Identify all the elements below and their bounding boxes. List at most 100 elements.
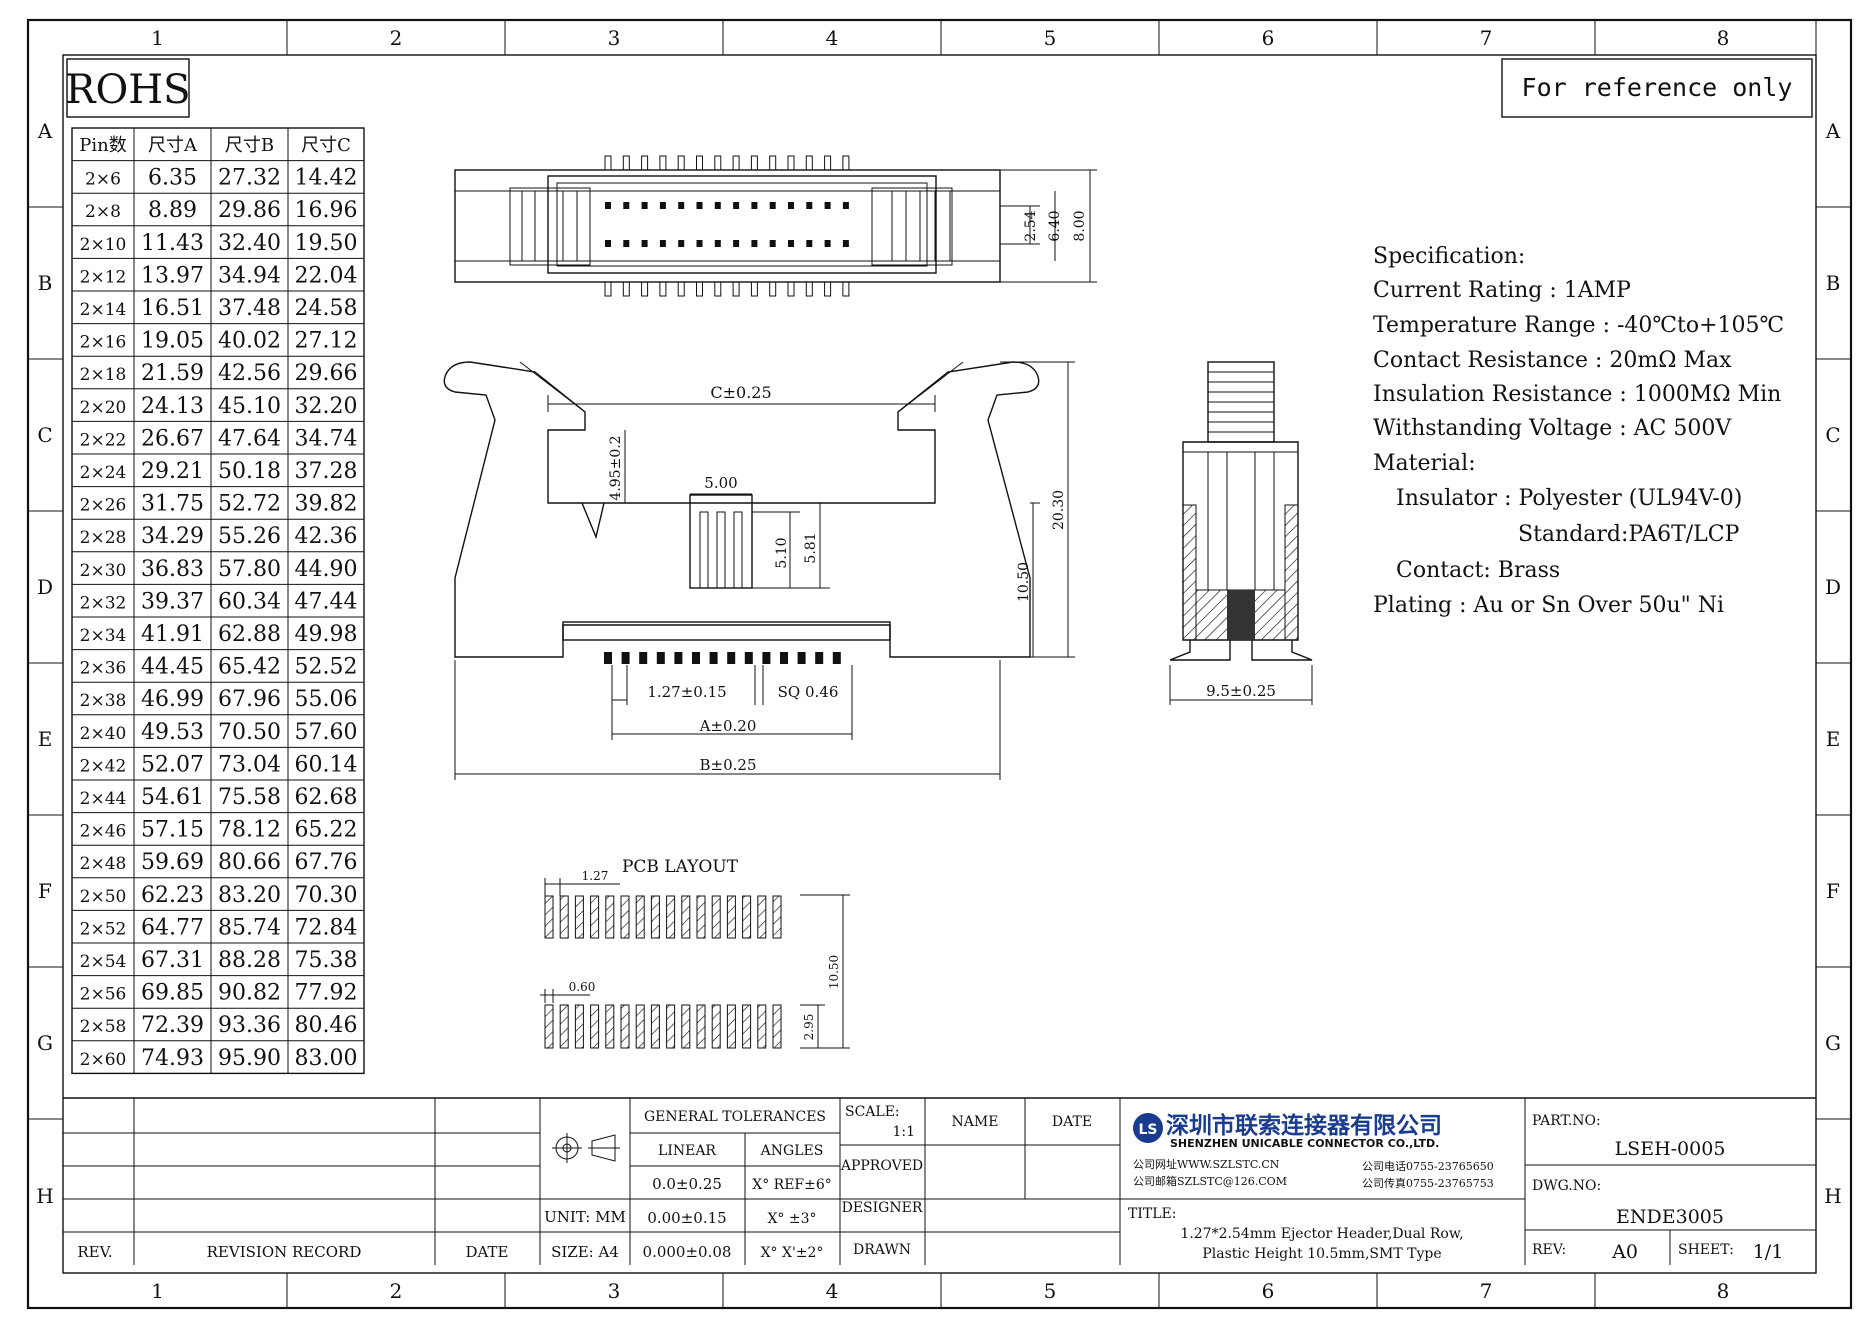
table-cell: 54.61 bbox=[141, 785, 204, 810]
spec-line-9: Contact: Brass bbox=[1396, 558, 1560, 583]
spec-line-7: Insulator : Polyester (UL94V-0) bbox=[1396, 486, 1742, 511]
title-line-2: Plastic Height 10.5mm,SMT Type bbox=[1202, 1246, 1441, 1262]
front-view: C±0.25 4.95±0.2 5.00 5.10 5.81 10.50 20.… bbox=[443, 361, 1075, 780]
table-cell: 73.04 bbox=[218, 752, 281, 777]
table-cell: 2×8 bbox=[85, 202, 121, 222]
table-cell: 78.12 bbox=[218, 818, 281, 843]
table-cell: 95.90 bbox=[218, 1046, 281, 1071]
table-cell: 52.72 bbox=[218, 492, 281, 517]
table-cell: 60.34 bbox=[218, 589, 281, 614]
table-cell: 2×54 bbox=[80, 952, 127, 972]
table-cell: 57.15 bbox=[141, 818, 204, 843]
table-cell: 75.58 bbox=[218, 785, 281, 810]
title-label: TITLE: bbox=[1128, 1206, 1176, 1222]
rev-header: REV. bbox=[77, 1243, 112, 1261]
table-cell: 2×20 bbox=[80, 398, 127, 418]
specification-block: Specification: Current Rating : 1AMP Tem… bbox=[1373, 244, 1784, 618]
dim-pitch: 1.27±0.15 bbox=[647, 683, 726, 701]
column-marker-5-bottom: 5 bbox=[1044, 1279, 1057, 1303]
table-cell: 67.76 bbox=[295, 850, 358, 875]
table-header-cell: 尺寸C bbox=[301, 135, 351, 156]
table-cell: 74.93 bbox=[141, 1046, 204, 1071]
table-cell: 42.36 bbox=[295, 524, 358, 549]
spec-line-4: Insulation Resistance : 1000MΩ Min bbox=[1373, 382, 1781, 407]
table-cell: 2×30 bbox=[80, 561, 127, 581]
table-cell: 29.21 bbox=[141, 459, 204, 484]
column-marker-4-bottom: 4 bbox=[826, 1279, 839, 1303]
table-cell: 39.82 bbox=[295, 492, 358, 517]
table-cell: 67.96 bbox=[218, 687, 281, 712]
table-cell: 70.30 bbox=[295, 883, 358, 908]
table-cell: 32.20 bbox=[295, 394, 358, 419]
company-website: 公司网址WWW.SZLSTC.CN bbox=[1133, 1157, 1280, 1171]
column-marker-8-top: 8 bbox=[1717, 26, 1730, 50]
table-cell: 90.82 bbox=[218, 981, 281, 1006]
table-header-cell: 尺寸B bbox=[225, 135, 274, 156]
dim-10-50: 10.50 bbox=[1016, 562, 1032, 602]
table-cell: 62.23 bbox=[141, 883, 204, 908]
company-name-en: SHENZHEN UNICABLE CONNECTOR CO.,LTD. bbox=[1170, 1137, 1439, 1150]
table-cell: 2×24 bbox=[80, 463, 127, 483]
row-marker-C-left: C bbox=[37, 423, 52, 447]
dim-4-95: 4.95±0.2 bbox=[608, 435, 624, 500]
table-cell: 42.56 bbox=[218, 361, 281, 386]
company-logo: LS bbox=[1133, 1113, 1163, 1143]
table-cell: 40.02 bbox=[218, 329, 281, 354]
company-phone: 公司电话0755-23765650 bbox=[1362, 1160, 1494, 1173]
dim-a: A±0.20 bbox=[699, 717, 757, 735]
dim-2-54: 2.54 bbox=[1023, 210, 1039, 241]
table-cell: 2×16 bbox=[80, 333, 127, 353]
top-view: 2.54 6.40 8.00 bbox=[454, 155, 1097, 297]
row-marker-H-left: H bbox=[36, 1184, 53, 1208]
title-block: REV. REVISION RECORD DATE UNIT: MM SIZE:… bbox=[63, 1097, 1816, 1265]
rev-label: REV: bbox=[1532, 1242, 1566, 1258]
table-cell: 59.69 bbox=[141, 850, 204, 875]
spec-line-3: Contact Resistance : 20mΩ Max bbox=[1373, 348, 1732, 373]
part-no-value: LSEH-0005 bbox=[1615, 1138, 1726, 1160]
column-marker-6-bottom: 6 bbox=[1262, 1279, 1275, 1303]
table-cell: 13.97 bbox=[141, 263, 204, 288]
row-marker-G-left: G bbox=[37, 1031, 53, 1055]
table-cell: 70.50 bbox=[218, 720, 281, 745]
table-cell: 93.36 bbox=[218, 1013, 281, 1038]
table-header-cell: Pin数 bbox=[79, 135, 126, 156]
row-marker-B-right: B bbox=[1826, 271, 1841, 295]
table-cell: 11.43 bbox=[141, 231, 204, 256]
table-cell: 75.38 bbox=[295, 948, 358, 973]
table-cell: 34.29 bbox=[141, 524, 204, 549]
spec-line-1: Current Rating : 1AMP bbox=[1373, 278, 1631, 303]
column-marker-4-top: 4 bbox=[826, 26, 839, 50]
table-cell: 34.94 bbox=[218, 263, 281, 288]
table-cell: 8.89 bbox=[148, 198, 197, 223]
table-cell: 2×48 bbox=[80, 854, 127, 874]
table-cell: 77.92 bbox=[295, 981, 358, 1006]
column-marker-7-bottom: 7 bbox=[1480, 1279, 1493, 1303]
table-cell: 37.28 bbox=[295, 459, 358, 484]
table-cell: 2×6 bbox=[85, 170, 121, 190]
column-marker-7-top: 7 bbox=[1480, 26, 1493, 50]
rev-value: A0 bbox=[1611, 1241, 1638, 1263]
sheet-value: 1/1 bbox=[1753, 1241, 1784, 1263]
column-marker-2-top: 2 bbox=[390, 26, 403, 50]
table-cell: 2×52 bbox=[80, 919, 127, 939]
table-cell: 2×10 bbox=[80, 235, 127, 255]
table-cell: 36.83 bbox=[141, 557, 204, 582]
dim-5-81: 5.81 bbox=[803, 532, 819, 563]
dim-side-width: 9.5±0.25 bbox=[1206, 682, 1276, 700]
table-cell: 83.00 bbox=[295, 1046, 358, 1071]
column-marker-1-bottom: 1 bbox=[151, 1279, 164, 1303]
pcb-pad-length: 2.95 bbox=[802, 1014, 816, 1041]
name-header: NAME bbox=[952, 1114, 999, 1130]
table-cell: 55.26 bbox=[218, 524, 281, 549]
tolerance-angle-1: X° REF±6° bbox=[752, 1177, 832, 1193]
table-cell: 83.20 bbox=[218, 883, 281, 908]
reference-box bbox=[1501, 58, 1813, 118]
row-marker-B-left: B bbox=[38, 271, 53, 295]
table-cell: 72.84 bbox=[295, 915, 358, 940]
row-marker-E-left: E bbox=[38, 727, 53, 751]
column-marker-6-top: 6 bbox=[1262, 26, 1275, 50]
table-cell: 24.58 bbox=[295, 296, 358, 321]
designer-label: DESIGNER bbox=[842, 1200, 923, 1216]
revision-record-header: REVISION RECORD bbox=[207, 1243, 362, 1261]
